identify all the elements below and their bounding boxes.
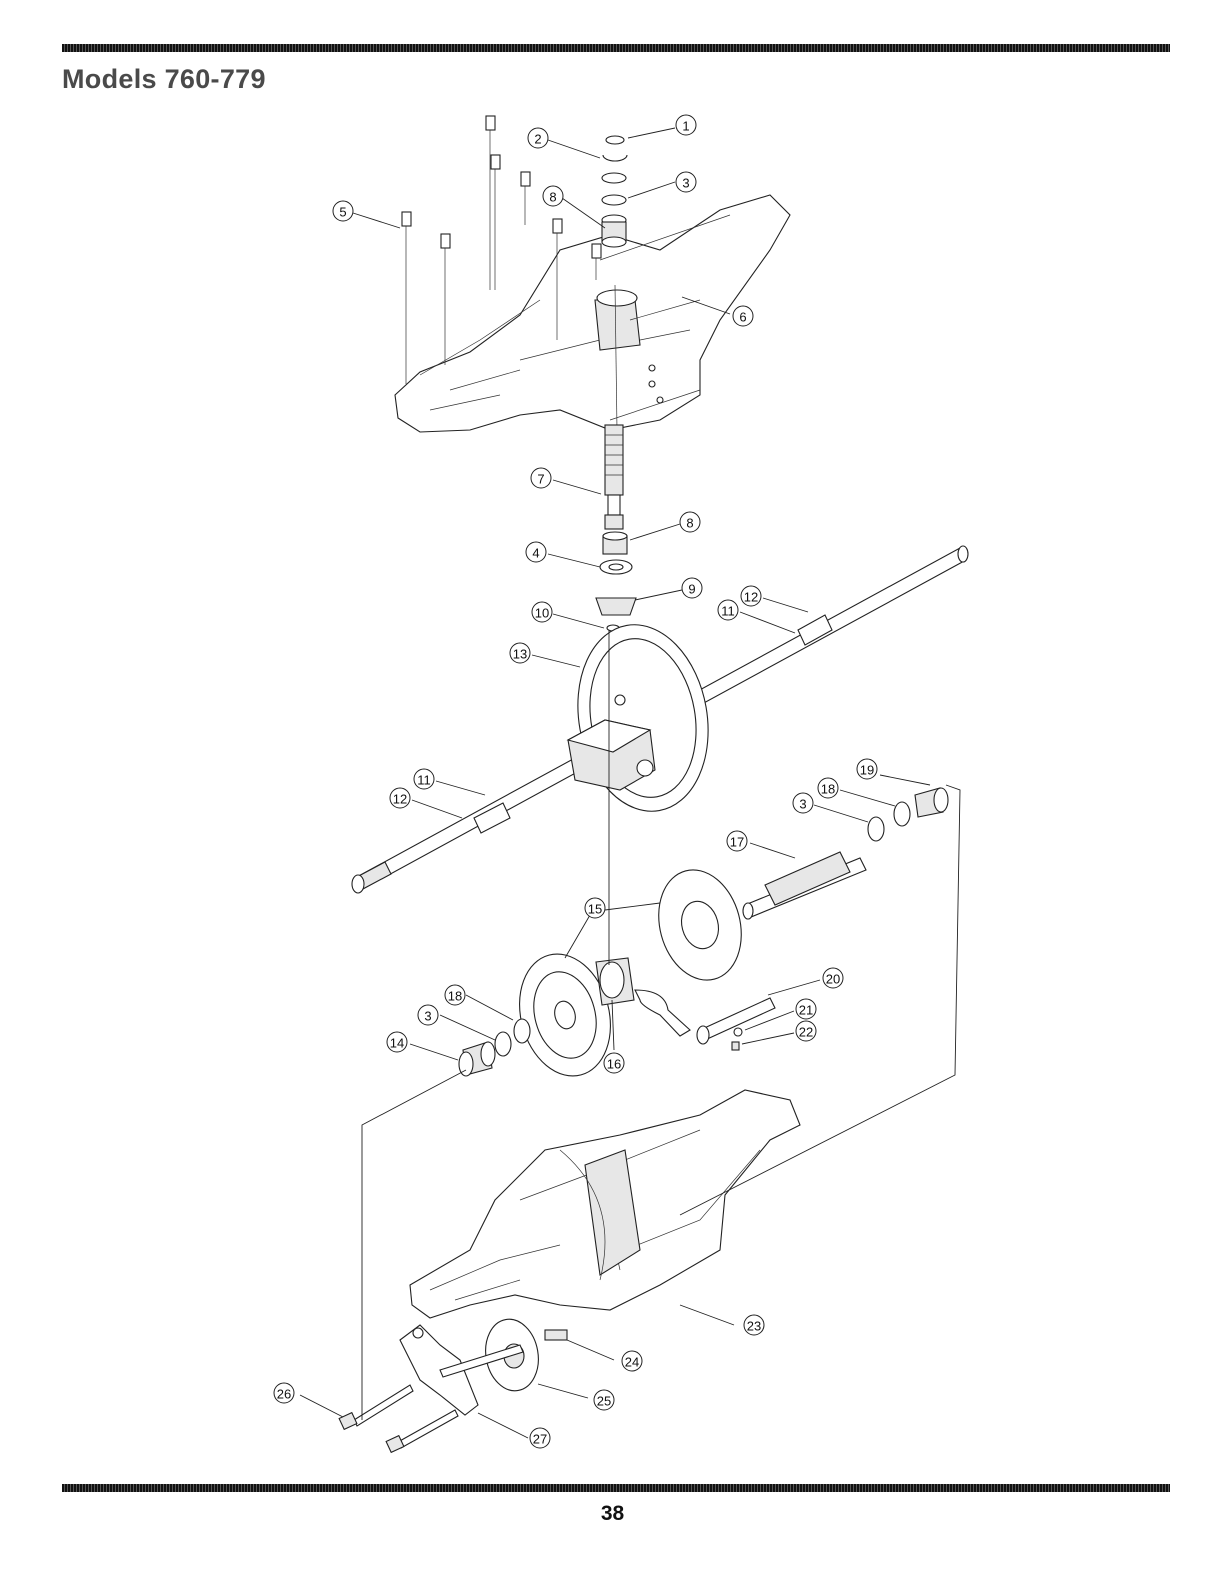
callout-2-label: 2 — [534, 132, 541, 147]
callout-21-label: 21 — [799, 1003, 813, 1018]
callout-3-right-label: 3 — [799, 797, 806, 812]
callout-16: 16 — [604, 1053, 624, 1073]
callout-17: 17 — [727, 831, 747, 851]
callout-9: 9 — [682, 578, 702, 598]
callout-24: 24 — [622, 1351, 642, 1371]
shift-fork-assembly — [635, 990, 775, 1050]
callout-10: 10 — [532, 602, 552, 622]
page-number: 38 — [0, 1502, 1225, 1526]
callout-15-label: 15 — [588, 902, 602, 917]
callout-3-top: 3 — [676, 172, 696, 192]
callout-22: 22 — [796, 1021, 816, 1041]
callout-11-left: 11 — [414, 769, 434, 789]
callout-17-label: 17 — [730, 835, 744, 850]
callout-18-left-label: 18 — [448, 989, 462, 1004]
callout-13: 13 — [510, 643, 530, 663]
callout-12-right-label: 12 — [744, 590, 758, 605]
callout-20: 20 — [823, 968, 843, 988]
callout-12-left: 12 — [390, 788, 410, 808]
callout-7-label: 7 — [537, 472, 544, 487]
callout-1-label: 1 — [682, 119, 689, 134]
callout-21: 21 — [796, 999, 816, 1019]
callout-8-top-label: 8 — [549, 190, 556, 205]
callout-9-label: 9 — [688, 582, 695, 597]
upper-housing — [395, 195, 790, 432]
callout-18-right: 18 — [818, 778, 838, 798]
callout-27: 27 — [530, 1428, 550, 1448]
callout-3-top-label: 3 — [682, 176, 689, 191]
callout-6: 6 — [733, 306, 753, 326]
callout-5-label: 5 — [339, 205, 346, 220]
callout-11-right-label: 11 — [721, 604, 735, 619]
callout-10-label: 10 — [535, 606, 549, 621]
callout-27-label: 27 — [533, 1432, 547, 1447]
callout-12-right: 12 — [741, 586, 761, 606]
callout-3-right: 3 — [793, 793, 813, 813]
callout-20-label: 20 — [826, 972, 840, 987]
top-small-parts — [602, 136, 627, 247]
callout-24-label: 24 — [625, 1355, 639, 1370]
callout-13-label: 13 — [513, 647, 527, 662]
callout-23-label: 23 — [747, 1319, 761, 1334]
callout-11-left-label: 11 — [417, 773, 431, 788]
callout-11-right: 11 — [718, 600, 738, 620]
callout-4: 4 — [526, 542, 546, 562]
input-shaft-assembly — [596, 425, 636, 631]
callout-2: 2 — [528, 128, 548, 148]
left-bushing-washers — [459, 1019, 530, 1076]
callout-8-mid-label: 8 — [686, 516, 693, 531]
callout-7: 7 — [531, 468, 551, 488]
callout-16-label: 16 — [607, 1057, 621, 1072]
callout-15: 15 — [585, 898, 605, 918]
lower-housing — [410, 1090, 800, 1318]
callout-19-label: 19 — [860, 763, 874, 778]
callout-12-left-label: 12 — [393, 792, 407, 807]
callout-6-label: 6 — [739, 310, 746, 325]
callout-5: 5 — [333, 201, 353, 221]
countershaft-assembly — [743, 788, 948, 919]
callout-23: 23 — [744, 1315, 764, 1335]
callout-8-mid: 8 — [680, 512, 700, 532]
callout-22-label: 22 — [799, 1025, 813, 1040]
callout-3-left-label: 3 — [424, 1009, 431, 1024]
callout-8-top: 8 — [543, 186, 563, 206]
gear-assembly — [506, 861, 753, 1087]
callout-14-label: 14 — [390, 1036, 404, 1051]
callout-19: 19 — [857, 759, 877, 779]
callout-14: 14 — [387, 1032, 407, 1052]
callout-3-left: 3 — [418, 1005, 438, 1025]
callout-26: 26 — [274, 1383, 294, 1403]
callout-4-label: 4 — [532, 546, 539, 561]
callout-25: 25 — [594, 1390, 614, 1410]
bottom-rule — [62, 1484, 1170, 1492]
callout-25-label: 25 — [597, 1394, 611, 1409]
callout-1: 1 — [676, 115, 696, 135]
callout-18-right-label: 18 — [821, 782, 835, 797]
callout-26-label: 26 — [277, 1387, 291, 1402]
callout-18-left: 18 — [445, 985, 465, 1005]
